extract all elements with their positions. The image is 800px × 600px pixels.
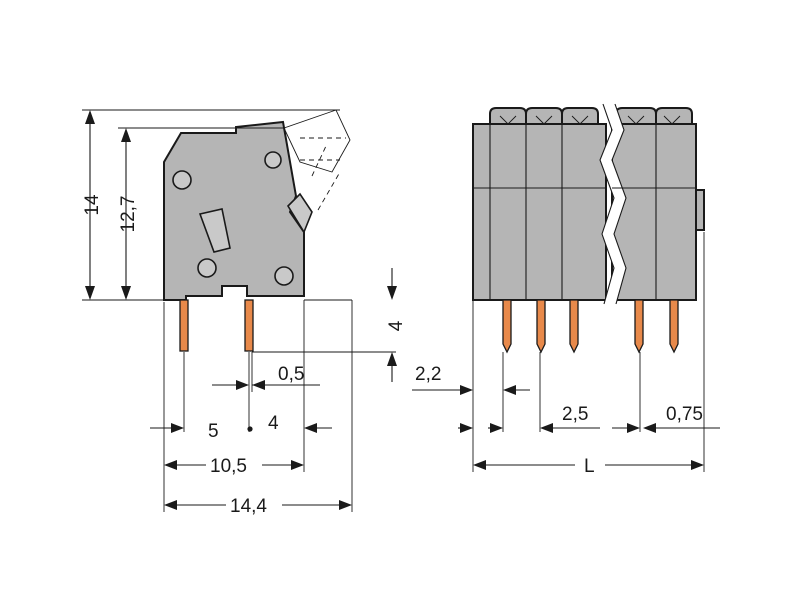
dim-height-total: 14 <box>82 194 103 216</box>
front-pin-5 <box>669 299 679 354</box>
dim-edge-offset: 2,2 <box>415 364 441 385</box>
dim-pin-offset: 0,5 <box>278 364 304 385</box>
side-pin-right <box>244 299 254 352</box>
dim-length: L <box>584 456 595 477</box>
dim-height-body: 12,7 <box>118 196 139 233</box>
mounting-hole-2 <box>264 151 282 169</box>
wire-entry-opening <box>198 208 231 253</box>
side-view: 14 12,7 4 0,5 5 4 10,5 <box>82 109 407 517</box>
front-housing-left <box>472 123 607 301</box>
front-pin-1 <box>502 299 512 354</box>
break-line <box>600 104 626 304</box>
mounting-hole-1 <box>172 170 192 190</box>
mounting-hole-4 <box>274 266 294 286</box>
clamp-tops <box>489 107 693 125</box>
center-dot <box>247 426 253 432</box>
dim-pitch-left: 5 <box>208 421 219 442</box>
actuator-lever <box>283 109 351 173</box>
dim-width-total: 14,4 <box>230 496 267 517</box>
front-pin-3 <box>569 299 579 354</box>
dim-pin-length: 4 <box>386 320 407 331</box>
dim-width-pins: 10,5 <box>210 456 247 477</box>
front-pin-2 <box>536 299 546 354</box>
side-pin-left <box>179 299 189 352</box>
dim-pitch: 2,5 <box>562 404 588 425</box>
mounting-hole-3 <box>197 258 217 278</box>
clamp-notch <box>286 192 313 234</box>
dim-end-offset: 0,75 <box>666 404 703 425</box>
actuator-hidden-edge <box>300 137 346 211</box>
front-pin-4 <box>634 299 644 354</box>
dim-pitch-right: 4 <box>268 413 279 434</box>
side-latch <box>695 189 705 231</box>
front-view: 2,2 2,5 0,75 L <box>412 103 720 477</box>
